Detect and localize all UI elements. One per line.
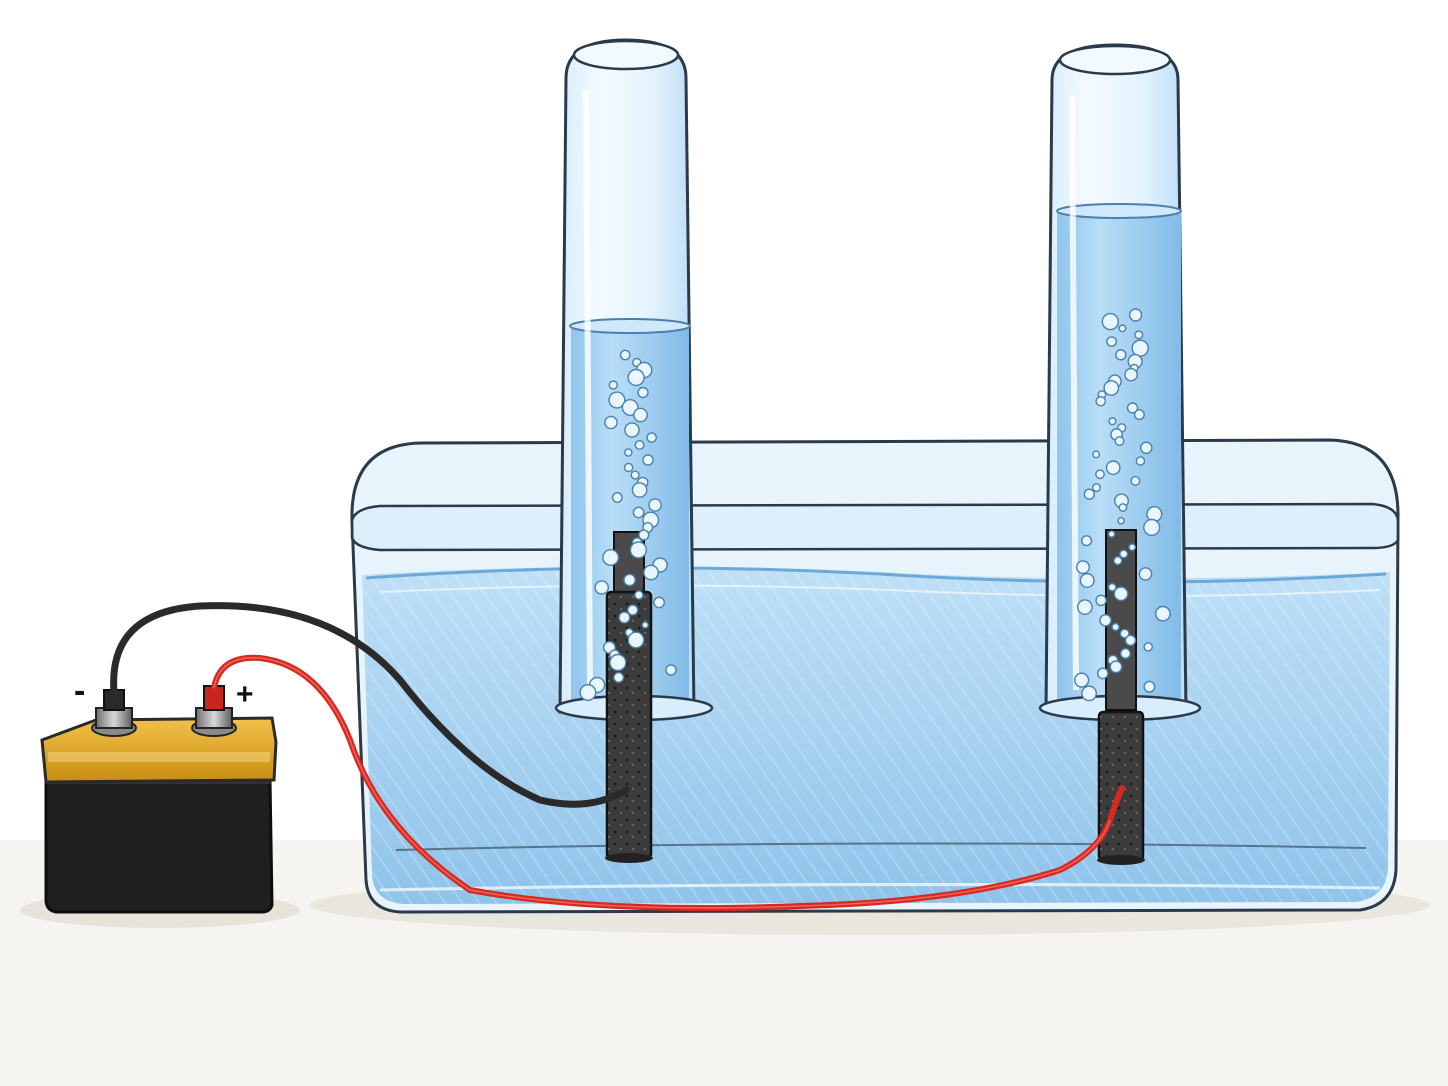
gas-bubble: [1118, 503, 1128, 512]
gas-bubble: [1138, 567, 1153, 581]
gas-bubble: [1073, 672, 1090, 688]
gas-bubble: [608, 380, 618, 390]
gas-bubble: [1095, 469, 1105, 480]
gas-bubble: [1134, 330, 1144, 340]
gas-bubble: [1091, 483, 1101, 493]
negative-wire: [110, 602, 630, 808]
gas-bubble: [653, 596, 665, 609]
gas-bubble: [643, 564, 659, 581]
gas-bubble: [627, 631, 645, 649]
battery-top: [40, 716, 278, 784]
gas-bubble: [1126, 402, 1139, 414]
gas-bubble: [638, 529, 650, 541]
gas-bubble: [1099, 614, 1112, 627]
gas-bubble: [1081, 685, 1098, 702]
gas-bubble: [627, 368, 645, 387]
gas-bubble: [1079, 573, 1095, 589]
positive-terminal: [191, 685, 237, 737]
gas-bubble: [611, 492, 623, 504]
gas-bubble: [623, 573, 636, 587]
gas-bubble: [648, 498, 662, 512]
gas-bubble: [1124, 634, 1137, 646]
gas-bubble: [637, 386, 649, 399]
gas-bubble: [631, 482, 648, 498]
gas-bubble: [579, 684, 597, 702]
battery: - +: [40, 672, 278, 914]
gas-bubble: [1109, 660, 1123, 674]
gas-bubble: [1106, 336, 1118, 347]
gas-bubble: [1107, 582, 1117, 592]
gas-bubble: [1101, 312, 1120, 331]
gas-bubble: [1077, 599, 1093, 615]
right-gas-bubbles: [1073, 308, 1171, 702]
gas-bubble: [1140, 441, 1153, 455]
gas-bubble: [1119, 549, 1129, 559]
gas-bubble: [1111, 622, 1120, 632]
gas-bubble: [1130, 475, 1141, 486]
gas-bubble: [1095, 594, 1107, 607]
negative-terminal: [91, 689, 137, 737]
gas-bubble: [608, 391, 626, 409]
gas-bubble: [642, 454, 654, 466]
gas-bubble: [1117, 517, 1125, 525]
water-surface: [365, 566, 1387, 584]
gas-bubble: [1083, 488, 1096, 500]
gas-bubble: [1124, 367, 1138, 382]
gas-bubble: [627, 604, 639, 616]
gas-bubble: [604, 415, 618, 430]
gas-bubble: [1128, 543, 1137, 552]
gas-bubble: [1135, 456, 1146, 466]
gas-bubble: [1119, 628, 1130, 639]
gas-bubble: [602, 549, 620, 567]
gas-bubble: [1114, 436, 1125, 447]
gas-bubble: [1105, 460, 1121, 476]
gas-bubble: [1075, 560, 1090, 575]
gas-bubble: [633, 407, 648, 423]
gas-bubble: [619, 349, 631, 361]
gas-bubble: [1113, 586, 1129, 602]
gas-bubble: [1128, 308, 1143, 322]
gas-bubble: [1131, 339, 1149, 357]
gas-bubble: [1092, 450, 1101, 459]
gas-bubble: [594, 580, 610, 595]
tank-rim: [350, 502, 1400, 552]
gas-bubble: [646, 432, 658, 443]
gas-bubble: [623, 462, 634, 473]
gas-bubble: [1096, 667, 1109, 680]
gas-bubble: [1107, 530, 1116, 538]
gas-bubble: [1133, 409, 1145, 421]
gas-bubble: [618, 611, 631, 624]
gas-bubble: [641, 621, 649, 629]
gas-bubble: [629, 541, 648, 559]
gas-bubble: [1115, 349, 1127, 361]
gas-bubble: [624, 448, 633, 457]
left-gas-bubbles: [579, 349, 677, 702]
gas-bubble: [1080, 535, 1093, 547]
gas-bubble: [1108, 417, 1117, 426]
negative-sign: -: [74, 672, 85, 710]
gas-bubble: [613, 672, 625, 684]
gas-bubble: [1118, 324, 1127, 333]
gas-bubble: [624, 422, 640, 438]
gas-bubble: [665, 664, 677, 676]
gas-bubble: [632, 506, 645, 519]
gas-bubble: [609, 653, 627, 672]
gas-bubble: [1143, 680, 1156, 693]
positive-sign: +: [236, 678, 254, 711]
gas-bubble: [1143, 642, 1153, 652]
gas-bubble: [1103, 380, 1120, 396]
gas-bubble: [634, 590, 644, 600]
gas-bubble: [1095, 395, 1106, 407]
gas-bubble: [1155, 605, 1171, 622]
gas-bubble: [1143, 518, 1161, 537]
water-tank: [350, 438, 1400, 914]
gas-bubble: [1119, 648, 1131, 660]
gas-bubble: [1113, 555, 1123, 566]
gas-bubble: [630, 470, 640, 480]
gas-bubble: [634, 440, 645, 451]
